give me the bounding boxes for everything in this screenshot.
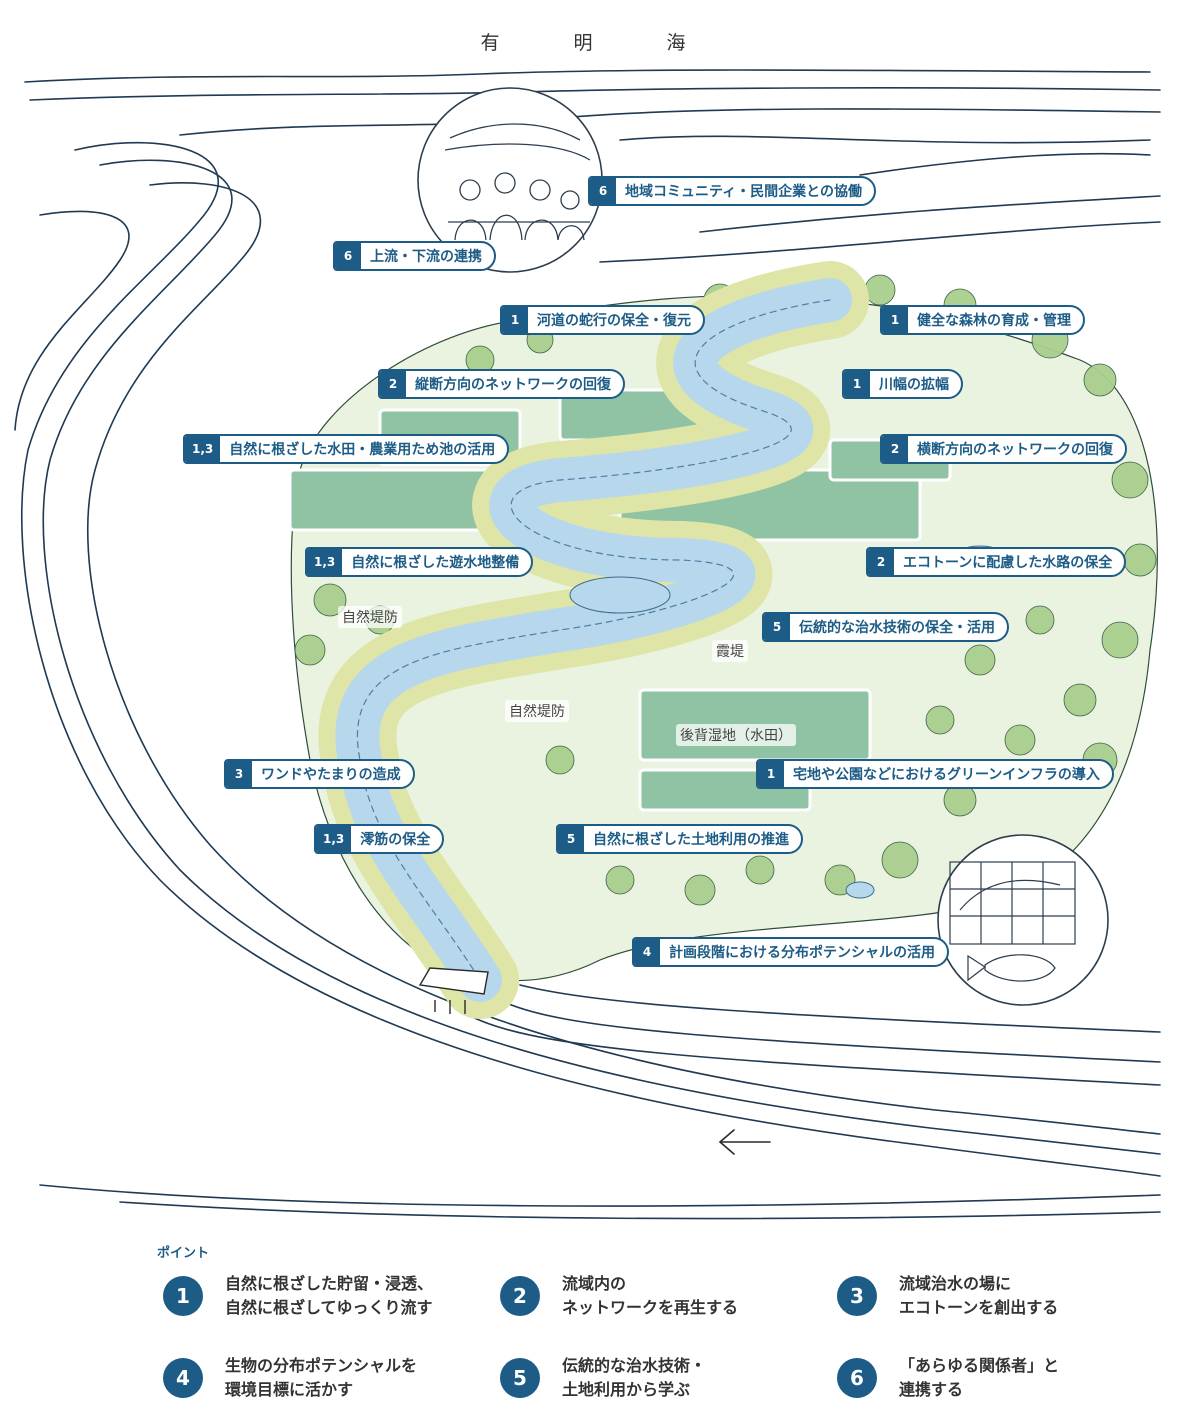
callout-number: 1 (502, 307, 528, 333)
callout-number: 6 (590, 178, 616, 204)
point-text-line1: 「あらゆる関係者」と (899, 1356, 1060, 1375)
callout-number: 1 (882, 307, 908, 333)
callout-number: 1 (758, 761, 784, 787)
callout-green-infrastructure: 1 宅地や公園などにおけるグリーンインフラの導入 (756, 759, 1114, 789)
callout-number: 5 (764, 614, 790, 640)
callout-text: 自然に根ざした遊水地整備 (351, 555, 520, 571)
callout-number: 3 (226, 761, 252, 787)
point-text-line2: 土地利用から学ぶ (562, 1380, 691, 1399)
callout-number: 1 (844, 371, 870, 397)
river-basin-illustration (14, 69, 1161, 1220)
callout-distribution-potential: 4 計画段階における分布ポテンシャルの活用 (632, 937, 949, 967)
point-text: 「あらゆる関係者」と 連携する (899, 1354, 1059, 1402)
point-text-line2: ネットワークを再生する (562, 1298, 739, 1317)
callout-number: 1,3 (307, 549, 343, 575)
legend-point-3: 3 流域治水の場に エコトーンを創出する (837, 1272, 1157, 1320)
floodgate (418, 967, 489, 1014)
legend-point-4: 4 生物の分布ポテンシャルを 環境目標に活かす (163, 1354, 483, 1402)
point-number: 3 (837, 1276, 877, 1316)
callout-land-use: 5 自然に根ざした土地利用の推進 (556, 824, 803, 854)
callout-text: 澪筋の保全 (360, 832, 431, 848)
map-fish-vignette (937, 834, 1109, 1006)
callout-meander-conservation: 1 河道の蛇行の保全・復元 (500, 305, 705, 335)
callout-number: 2 (882, 436, 908, 462)
callout-retarding-basin: 1,3 自然に根ざした遊水地整備 (305, 547, 534, 577)
callout-number: 2 (380, 371, 406, 397)
callout-upstream-downstream: 6 上流・下流の連携 (333, 241, 496, 271)
callout-text: 自然に根ざした土地利用の推進 (593, 832, 789, 848)
callout-text: 上流・下流の連携 (370, 249, 482, 265)
point-number: 2 (500, 1276, 540, 1316)
callout-river-widening: 1 川幅の拡幅 (842, 369, 963, 399)
point-text-line2: 環境目標に活かす (225, 1380, 354, 1399)
sea-label: 有 明 海 (480, 32, 720, 54)
point-text: 伝統的な治水技術・ 土地利用から学ぶ (562, 1354, 706, 1402)
point-number: 5 (500, 1358, 540, 1398)
callout-wando-pools: 3 ワンドやたまりの造成 (224, 759, 415, 789)
callout-thalweg-conservation: 1,3 澪筋の保全 (314, 824, 445, 854)
natural-levee-label-center: 自然堤防 (505, 700, 569, 722)
callout-traditional-technique: 5 伝統的な治水技術の保全・活用 (762, 612, 1009, 642)
callout-text: 横断方向のネットワークの回復 (917, 442, 1113, 458)
point-text: 流域内の ネットワークを再生する (562, 1272, 738, 1320)
point-text: 自然に根ざした貯留・浸透、 自然に根ざしてゆっくり流す (225, 1272, 433, 1320)
callout-ecotone-waterway: 2 エコトーンに配慮した水路の保全 (866, 547, 1127, 577)
callout-text: エコトーンに配慮した水路の保全 (903, 555, 1113, 571)
callout-number: 5 (558, 826, 584, 852)
point-text-line2: 自然に根ざしてゆっくり流す (225, 1298, 433, 1317)
callout-number: 2 (868, 549, 894, 575)
point-number: 4 (163, 1358, 203, 1398)
callout-number: 1,3 (185, 436, 221, 462)
point-text-line1: 生物の分布ポテンシャルを (225, 1356, 418, 1375)
callout-community-collaboration: 6 地域コミュニティ・民間企業との協働 (588, 176, 877, 206)
callout-lateral-network: 2 横断方向のネットワークの回復 (880, 434, 1127, 464)
river (318, 261, 869, 1019)
point-text-line1: 自然に根ざした貯留・浸透、 (225, 1274, 434, 1293)
legend-point-5: 5 伝統的な治水技術・ 土地利用から学ぶ (500, 1354, 820, 1402)
callout-text: 河道の蛇行の保全・復元 (537, 313, 691, 329)
callout-number: 1,3 (316, 826, 352, 852)
point-text-line2: エコトーンを創出する (899, 1298, 1059, 1317)
point-text-line1: 流域治水の場に (899, 1274, 1012, 1293)
callout-forest-management: 1 健全な森林の育成・管理 (880, 305, 1085, 335)
callout-number: 6 (335, 243, 361, 269)
sea-lines (14, 69, 1161, 1220)
legend-point-6: 6 「あらゆる関係者」と 連携する (837, 1354, 1157, 1402)
callout-text: 伝統的な治水技術の保全・活用 (799, 620, 995, 636)
callout-text: 地域コミュニティ・民間企業との協働 (625, 184, 863, 200)
point-text: 流域治水の場に エコトーンを創出する (899, 1272, 1058, 1320)
callout-text: 健全な森林の育成・管理 (917, 313, 1071, 329)
callout-text: 川幅の拡幅 (879, 377, 949, 393)
natural-levee-label-left: 自然堤防 (338, 606, 402, 628)
callout-text: 宅地や公園などにおけるグリーンインフラの導入 (793, 767, 1100, 783)
point-text-line2: 連携する (899, 1380, 964, 1399)
legend-point-1: 1 自然に根ざした貯留・浸透、 自然に根ざしてゆっくり流す (163, 1272, 483, 1320)
legend-title: ポイント (157, 1246, 210, 1261)
callout-text: ワンドやたまりの造成 (261, 767, 401, 783)
callout-longitudinal-network: 2 縦断方向のネットワークの回復 (378, 369, 625, 399)
callout-paddy-ponds: 1,3 自然に根ざした水田・農業用ため池の活用 (183, 434, 510, 464)
point-text-line1: 伝統的な治水技術・ (562, 1356, 707, 1375)
callout-text: 計画段階における分布ポテンシャルの活用 (669, 945, 935, 961)
callout-number: 4 (634, 939, 660, 965)
flow-direction-arrow (718, 1129, 771, 1155)
callout-text: 縦断方向のネットワークの回復 (415, 377, 611, 393)
point-number: 1 (163, 1276, 203, 1316)
kasumi-levee-label: 霞堤 (712, 640, 748, 662)
point-number: 6 (837, 1358, 877, 1398)
callout-text: 自然に根ざした水田・農業用ため池の活用 (229, 442, 496, 458)
back-marsh-label: 後背湿地（水田） (676, 724, 796, 746)
legend-point-2: 2 流域内の ネットワークを再生する (500, 1272, 820, 1320)
point-text-line1: 流域内の (562, 1274, 627, 1293)
point-text: 生物の分布ポテンシャルを 環境目標に活かす (225, 1354, 417, 1402)
